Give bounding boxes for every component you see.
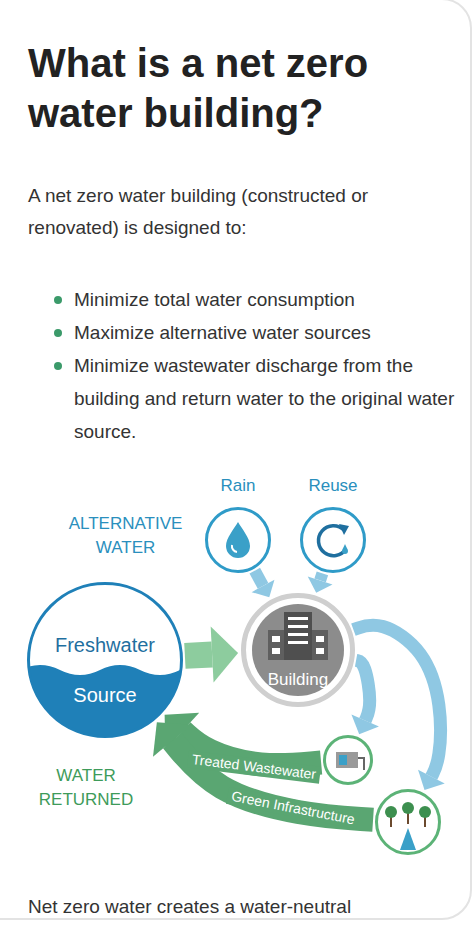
bullet-item: Minimize total water consumption xyxy=(74,283,459,316)
green-infra-fill xyxy=(377,791,439,853)
tank-pipe xyxy=(358,758,364,770)
bullet-dot xyxy=(54,296,62,304)
building-windows xyxy=(272,617,324,654)
bullet-item: Maximize alternative water sources xyxy=(74,316,459,349)
arrow-head xyxy=(351,715,378,735)
arrow-head xyxy=(418,770,445,790)
bullet-dot xyxy=(54,362,62,370)
page-title: What is a net zero water building? xyxy=(28,38,458,138)
group-label: ALTERNATIVE WATER xyxy=(48,512,203,560)
flow-arrow xyxy=(185,626,238,682)
building-wing xyxy=(312,630,328,660)
building-wing xyxy=(268,630,284,660)
node-title: Reuse xyxy=(308,476,357,496)
node-title: Freshwater xyxy=(55,633,155,657)
body-text: Net zero water creates a water-neutral xyxy=(28,893,468,921)
flow-arrow xyxy=(252,571,275,598)
tree-crowns xyxy=(385,802,431,818)
bullet-dot xyxy=(54,329,62,337)
group-label: WATER RETURNED xyxy=(18,764,154,812)
water-source-circle: FreshwaterSource xyxy=(27,582,183,738)
arrow-head xyxy=(211,626,238,682)
rain-circle-fill xyxy=(207,509,269,571)
stream xyxy=(400,828,416,850)
arrow-head xyxy=(153,722,191,756)
building-circle: Building xyxy=(241,593,355,707)
arrow-shaft xyxy=(320,573,322,580)
flow-arrow xyxy=(353,625,444,790)
drop-icon xyxy=(226,522,250,558)
arrow-shaft xyxy=(255,571,263,586)
outflow-circle: Treated Wastewater xyxy=(323,735,373,785)
drop-icon xyxy=(342,544,348,554)
arrow-head xyxy=(308,576,333,592)
building-disc xyxy=(252,604,344,696)
arrow-shaft xyxy=(353,625,440,777)
drop-highlight xyxy=(232,545,237,552)
node-title: Rain xyxy=(221,476,256,496)
wastewater-circle-fill xyxy=(325,737,371,783)
flow-arrow xyxy=(351,660,378,734)
node-subtitle: Source xyxy=(73,683,136,707)
building-tower xyxy=(284,612,312,660)
tank-water xyxy=(339,755,347,765)
flow-arrow xyxy=(308,573,333,592)
arrow-shaft xyxy=(356,660,370,720)
source-circle: Rain xyxy=(205,507,271,573)
cycle-arrow-head xyxy=(339,524,349,535)
arrow-shaft xyxy=(185,654,212,655)
treatment-tank xyxy=(336,752,358,768)
intro-text: A net zero water building (constructed o… xyxy=(28,180,458,244)
bullet-item: Minimize wastewater discharge from the b… xyxy=(74,349,459,448)
node-title: Building xyxy=(268,670,329,690)
source-circle: Reuse xyxy=(300,507,366,573)
arrow-head xyxy=(252,580,275,598)
reuse-circle-fill xyxy=(302,509,364,571)
outflow-circle: Green Infrastructure xyxy=(375,789,441,855)
